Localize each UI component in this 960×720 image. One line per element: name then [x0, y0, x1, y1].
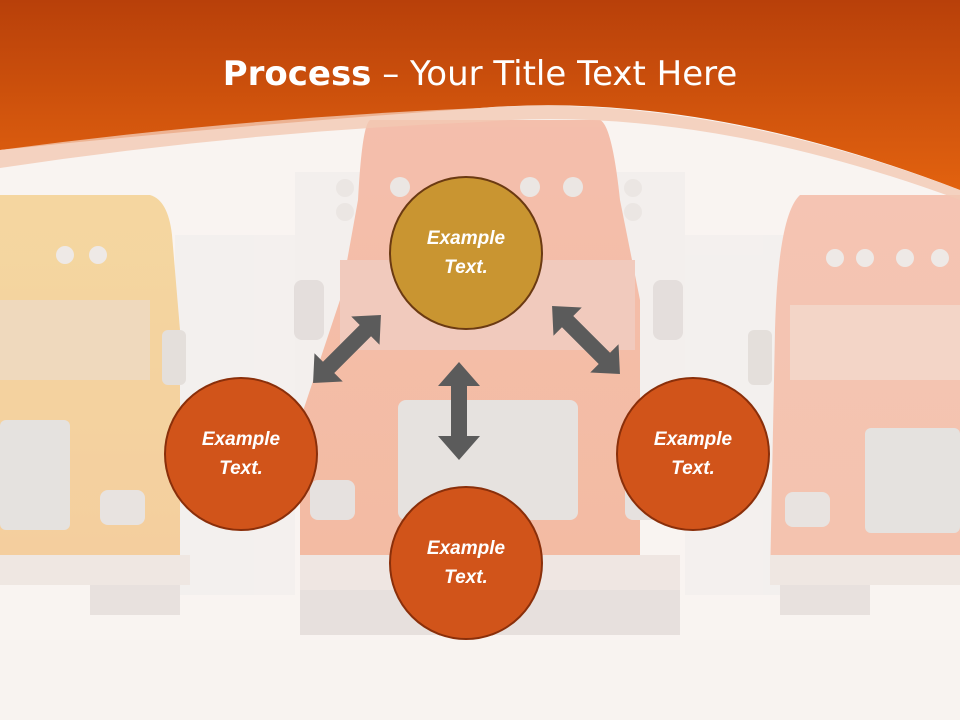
arrow-top-right — [552, 306, 620, 374]
node-right-line1: Example — [653, 429, 733, 450]
title-bold: Process — [222, 54, 372, 94]
node-top-line2: Text. — [444, 257, 488, 278]
node-left-line2: Text. — [219, 458, 263, 479]
process-node-left[interactable]: Example Text. — [164, 377, 318, 531]
slide-title: Process – Your Title Text Here — [0, 52, 960, 96]
arrows — [313, 306, 620, 460]
arrow-top-left — [313, 315, 381, 383]
node-bottom-line2: Text. — [444, 567, 488, 588]
header-band — [0, 0, 960, 190]
title-rest: – Your Title Text Here — [371, 54, 738, 94]
process-node-right[interactable]: Example Text. — [616, 377, 770, 531]
process-node-top[interactable]: Example Text. — [389, 176, 543, 330]
right-truck — [685, 195, 960, 615]
node-left-line1: Example — [201, 429, 281, 450]
arrow-vertical — [438, 362, 480, 460]
process-node-bottom[interactable]: Example Text. — [389, 486, 543, 640]
node-right-line2: Text. — [671, 458, 715, 479]
node-bottom-line1: Example — [426, 538, 506, 559]
node-top-line1: Example — [426, 228, 506, 249]
